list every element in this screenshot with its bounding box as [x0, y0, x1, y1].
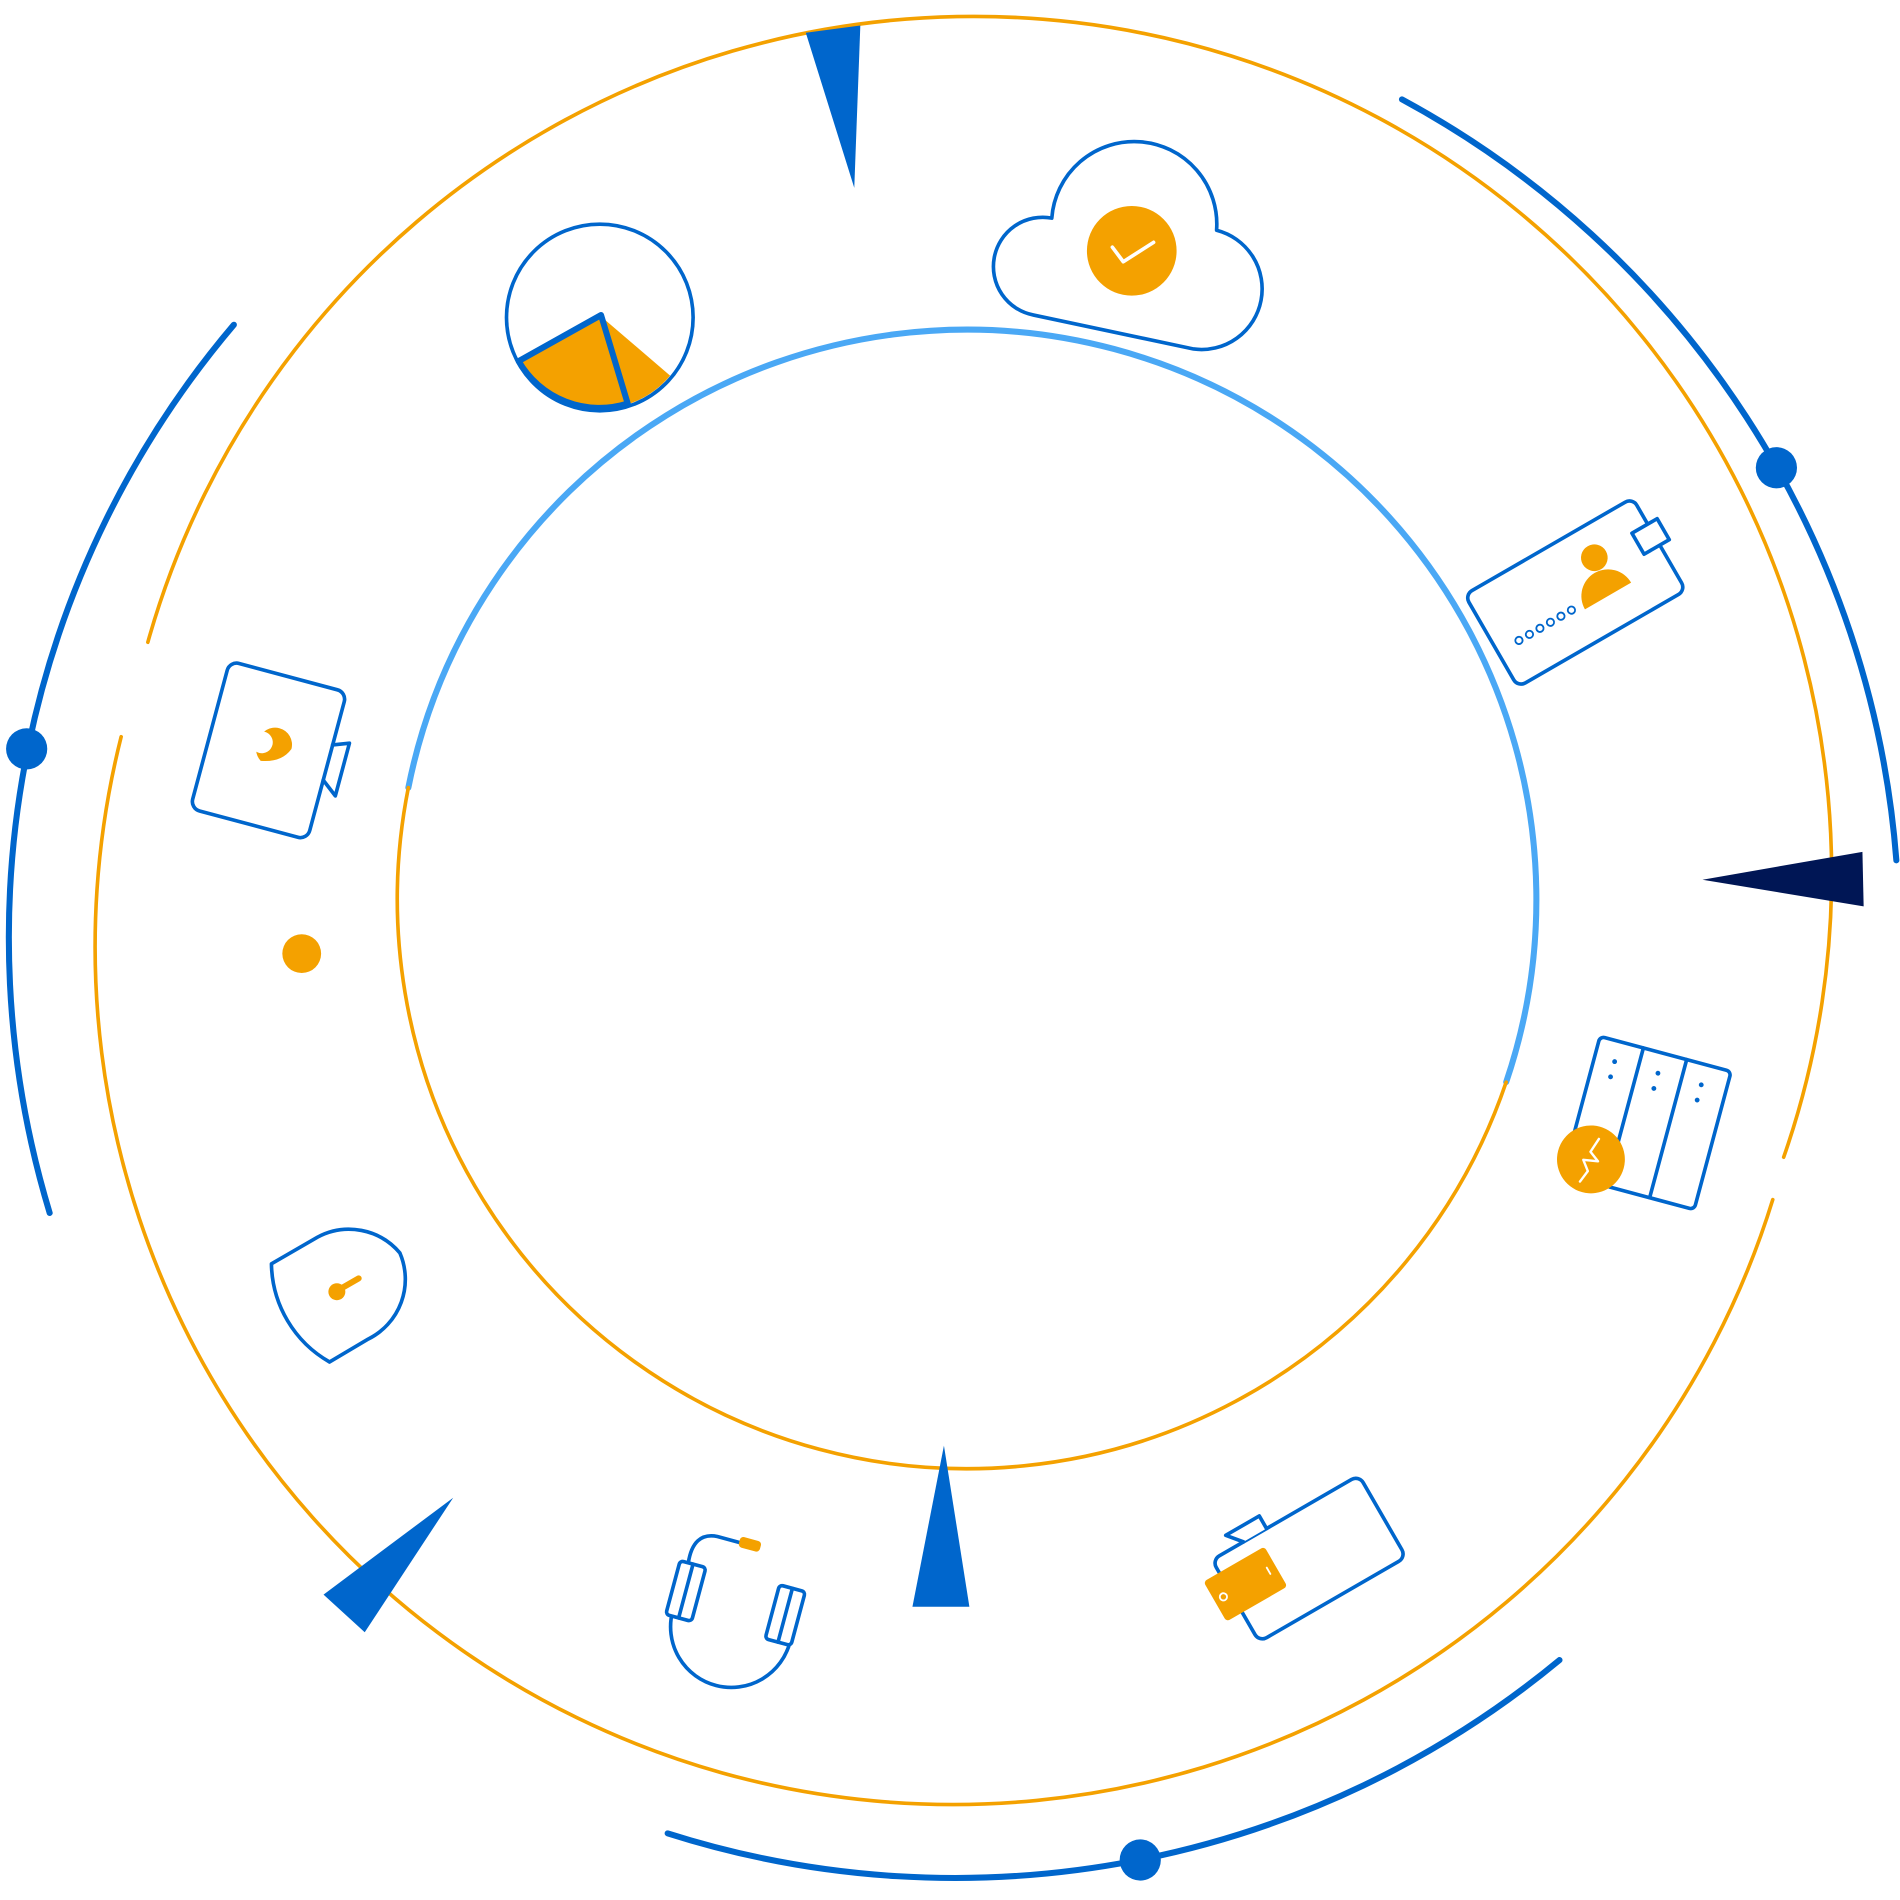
inner-ring-orange	[395, 785, 1509, 1471]
inner-ring-blue	[405, 326, 1540, 1086]
cloud-check-icon	[991, 139, 1264, 352]
outer-arc-top-right	[1398, 96, 1900, 864]
pointer-triangle-top	[805, 25, 861, 188]
shield-key-icon	[269, 1227, 408, 1364]
dot-bottom	[1119, 1839, 1161, 1881]
outer-blue-arcs	[5, 96, 1900, 1881]
pointer-triangle-bottom-left	[323, 1497, 454, 1633]
server-rack-icon	[1557, 1035, 1732, 1211]
pointer-triangle-bottom	[912, 1445, 970, 1607]
mobile-device-icon	[1204, 1476, 1405, 1641]
orange-outer-ring	[93, 14, 1834, 1807]
id-card-icon	[1465, 499, 1685, 686]
headphones-icon	[664, 1534, 807, 1690]
dot-left	[6, 728, 48, 770]
orange-dot	[282, 934, 322, 974]
location-card-icon	[190, 661, 352, 840]
arc-dots	[6, 447, 1798, 1881]
pointer-triangle-right	[1702, 851, 1864, 907]
outer-arc-bottom	[664, 1657, 1563, 1881]
dot-top-right	[1755, 447, 1798, 489]
pie-chart-icon	[504, 222, 695, 413]
